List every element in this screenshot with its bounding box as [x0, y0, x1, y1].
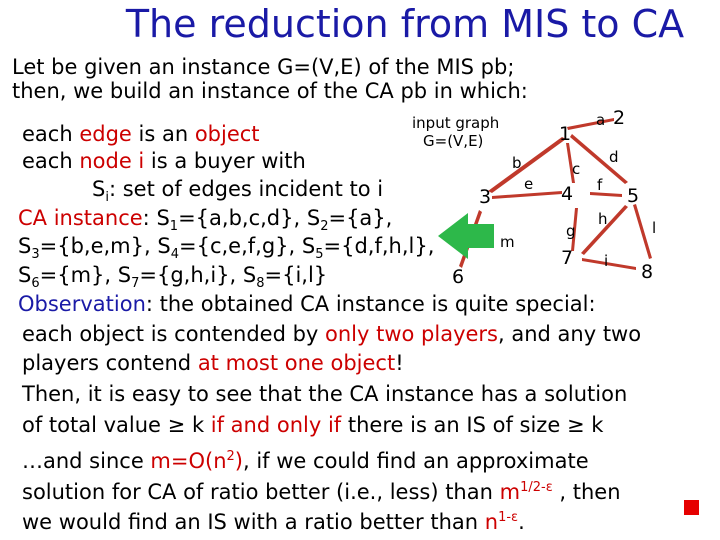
edge-term: edge [79, 122, 132, 146]
m-order-term: m=O(n2) [150, 449, 243, 473]
edge-h [581, 205, 628, 255]
edge-label-h: h [598, 210, 608, 228]
sets-line-3: S6={m}, S7={g,h,i}, S8={i,l} [18, 263, 328, 292]
would-find-line: we would find an IS with a ratio better … [22, 510, 525, 534]
slide-marker-icon [684, 500, 699, 515]
then-line: Then, it is easy to see that the CA inst… [22, 382, 628, 406]
intro-line-1: Let be given an instance G=(V,E) of the … [12, 55, 515, 79]
edge-d [570, 134, 628, 184]
edge-label-a: a [596, 111, 605, 129]
observation-term: Observation [18, 292, 146, 316]
node-buyer-line: each node i is a buyer with [22, 149, 306, 173]
edge-g [571, 208, 578, 251]
edge-a [567, 118, 614, 130]
at-most-term: at most one object [197, 351, 396, 375]
node-7: 7 [561, 247, 573, 269]
edge-c [566, 143, 575, 183]
iff-term: if and only if [210, 413, 342, 437]
edge-i [582, 258, 636, 270]
node-5: 5 [627, 185, 639, 207]
edge-label-f: f [597, 176, 603, 194]
arrow-icon [438, 213, 494, 259]
node-1: 1 [559, 123, 571, 145]
edge-label-d: d [609, 148, 619, 166]
edge-l [633, 204, 652, 259]
observation-line: Observation: the obtained CA instance is… [18, 292, 596, 316]
intro-line-2: then, we build an instance of the CA pb … [12, 79, 528, 103]
edge-label-c: c [572, 160, 580, 178]
node-8: 8 [641, 261, 653, 283]
edge-b [488, 137, 566, 193]
ca-instance-line: CA instance: S1={a,b,c,d}, S2={a}, [18, 206, 393, 235]
total-value-line: of total value ≥ k if and only if there … [22, 413, 604, 437]
since-line: …and since m=O(n2), if we could find an … [22, 449, 589, 473]
contention-line: each object is contended by only two pla… [22, 322, 642, 346]
edge-label-m: m [500, 233, 515, 251]
ca-instance-term: CA instance [18, 206, 143, 230]
edge-object-line: each edge is an object [22, 122, 260, 146]
node-2: 2 [613, 107, 625, 129]
m-ratio-term: m1/2-ε [499, 480, 553, 504]
graph-caption-1: input graph [412, 114, 499, 132]
edge-label-i: i [604, 252, 608, 270]
node-term: node i [79, 149, 145, 173]
players-line: players contend at most one object! [22, 351, 404, 375]
edge-label-e: e [524, 175, 533, 193]
only-two-term: only two players [325, 322, 498, 346]
edge-label-b: b [512, 154, 522, 172]
slide-title: The reduction from MIS to CA [125, 2, 685, 46]
n-ratio-term: n1-ε [484, 510, 519, 534]
edge-label-l: l [652, 219, 656, 237]
node-3: 3 [479, 186, 491, 208]
edge-label-g: g [566, 222, 576, 240]
node-4: 4 [561, 183, 573, 205]
edge-e [492, 191, 562, 199]
node-6: 6 [452, 266, 464, 288]
si-definition-line: Si: set of edges incident to i [92, 177, 384, 206]
edge-f [590, 192, 622, 197]
object-term: object [194, 122, 260, 146]
solution-line: solution for CA of ratio better (i.e., l… [22, 480, 621, 504]
sets-line-2: S3={b,e,m}, S4={c,e,f,g}, S5={d,f,h,l}, [18, 234, 435, 263]
graph-caption-2: G=(V,E) [423, 132, 483, 150]
